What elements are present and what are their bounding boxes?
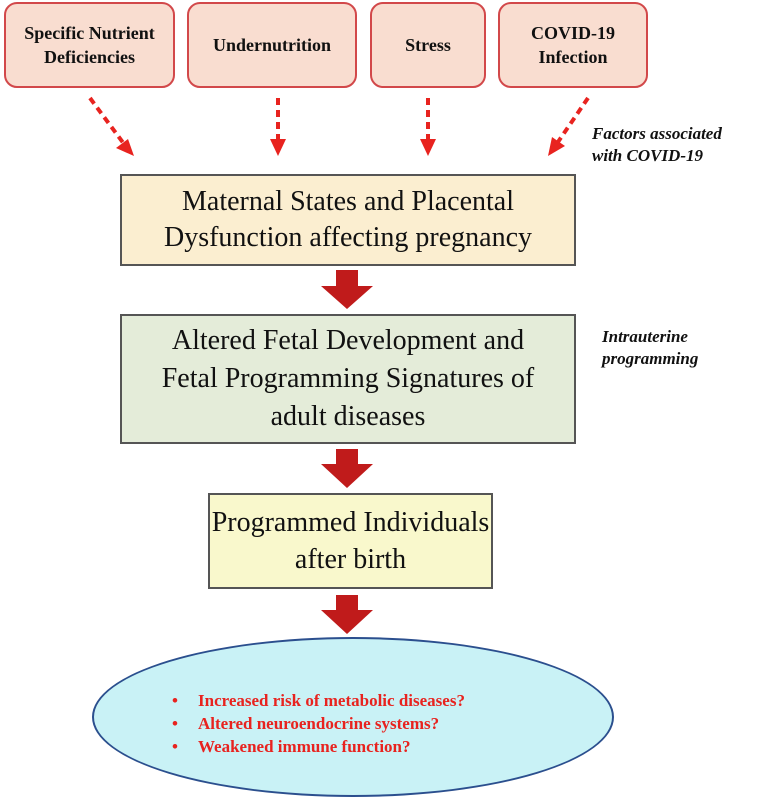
factor-box-stress: Stress: [370, 2, 486, 88]
outcome-item: Weakened immune function?: [170, 735, 465, 758]
maternal-states-box: Maternal States and Placental Dysfunctio…: [120, 174, 576, 266]
outcome-item: Increased risk of metabolic diseases?: [170, 689, 465, 712]
outcome-item: Altered neuroendocrine systems?: [170, 712, 465, 735]
note-factors-covid: Factors associated with COVID-19: [592, 124, 722, 165]
dashed-arrow-covid: [556, 96, 590, 144]
note-intrauterine-programming: Intrauterine programming: [602, 327, 699, 368]
arrowhead-covid: [548, 137, 565, 156]
programmed-individuals-box: Programmed Individuals after birth: [208, 493, 493, 589]
arrowhead-undernutrition: [270, 139, 286, 156]
block-arrow-2: [321, 449, 373, 488]
factor-box-undernutrition: Undernutrition: [187, 2, 357, 88]
arrowhead-nutrient: [116, 139, 134, 156]
block-arrow-1: [321, 270, 373, 309]
factor-box-nutrient-deficiencies: Specific Nutrient Deficiencies: [4, 2, 175, 88]
factor-box-covid-infection: COVID-19 Infection: [498, 2, 648, 88]
outcomes-list: Increased risk of metabolic diseases? Al…: [170, 689, 465, 758]
fetal-development-box: Altered Fetal Development and Fetal Prog…: [120, 314, 576, 444]
block-arrow-3: [321, 595, 373, 634]
dashed-arrow-nutrient: [88, 96, 126, 146]
arrowhead-stress: [420, 139, 436, 156]
